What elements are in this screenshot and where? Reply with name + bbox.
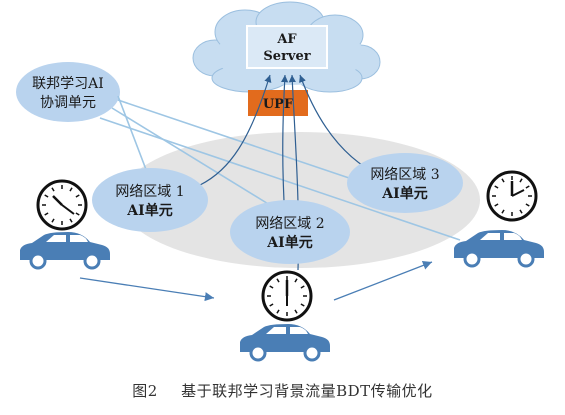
af-server-label-line2: Server — [263, 49, 310, 64]
region-3-bubble — [347, 153, 463, 213]
car-icon-middle — [240, 324, 330, 362]
region-2-line2: AI单元 — [266, 234, 312, 251]
af-server-label-line1: AF — [276, 32, 297, 47]
upf-box — [248, 90, 308, 116]
clock-icon-middle — [261, 270, 313, 322]
movement-arrow-right — [333, 261, 433, 301]
af-server-box — [246, 25, 328, 69]
fl-coordinator-line1: 联邦学习AI — [32, 76, 104, 92]
region-2-line1: 网络区域 2 — [255, 216, 324, 232]
region-2-bubble — [230, 200, 350, 264]
movement-arrow-left — [79, 277, 215, 302]
upf-label: UPF — [263, 97, 294, 112]
fl-coordinator-line2: 协调单元 — [40, 95, 96, 111]
figure-title: 基于联邦学习背景流量BDT传输优化 — [181, 382, 433, 400]
clock-icon-right — [486, 170, 538, 222]
car-icon-left — [20, 232, 110, 270]
fl-coordinator-bubble — [16, 62, 120, 122]
car-icon-right — [454, 230, 544, 268]
region-3-line2: AI单元 — [381, 185, 427, 202]
figure-caption: 图2 基于联邦学习背景流量BDT传输优化 — [0, 380, 565, 401]
figure-number: 图2 — [132, 382, 158, 400]
coordinator-connectors — [99, 95, 461, 241]
region-3-line1: 网络区域 3 — [370, 167, 439, 183]
region-1-bubble — [92, 168, 208, 232]
clock-icon-left — [36, 179, 88, 231]
region-1-line1: 网络区域 1 — [115, 184, 184, 200]
region-1-line2: AI单元 — [126, 202, 172, 219]
